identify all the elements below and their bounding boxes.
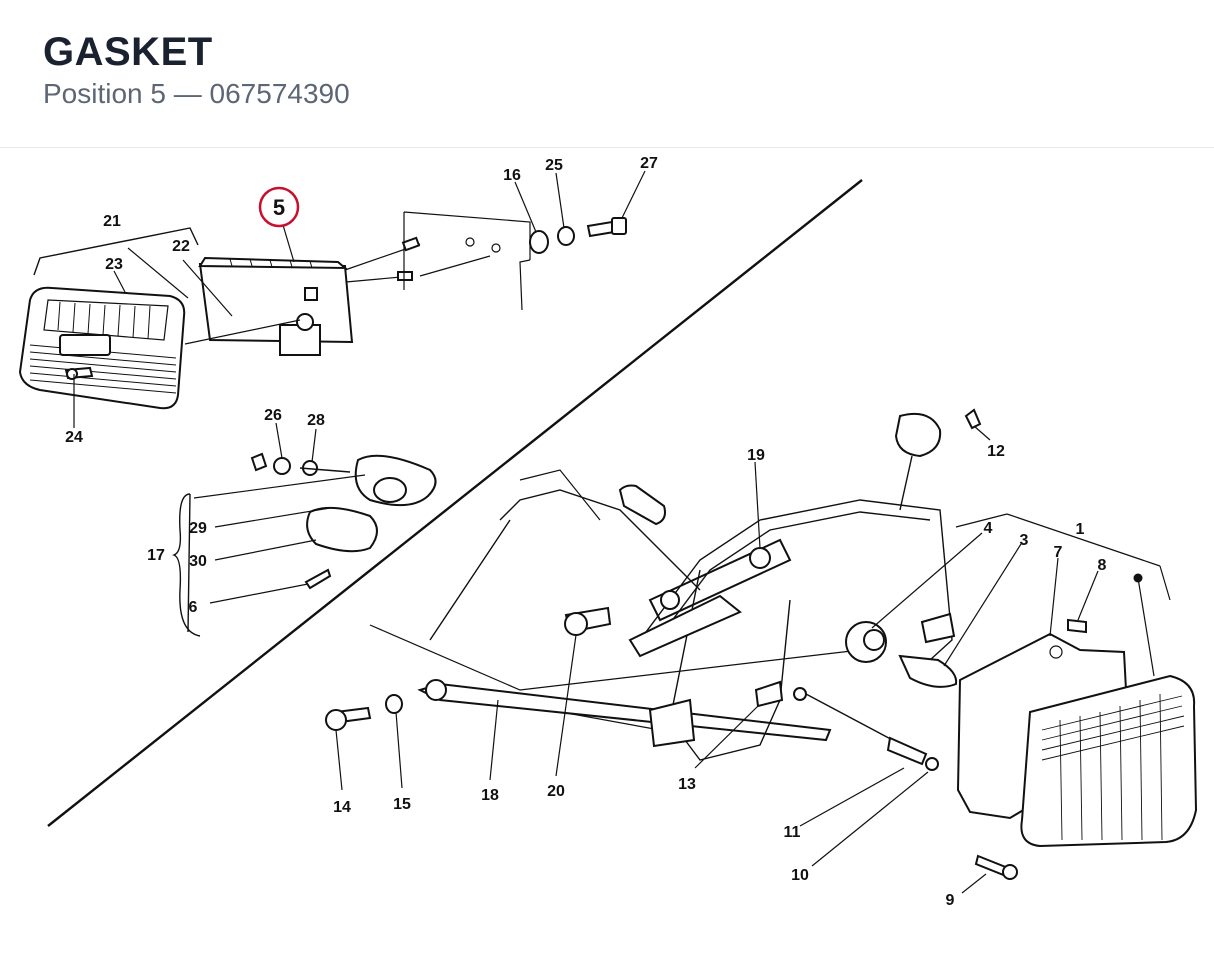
callout-12: 12	[987, 443, 1005, 460]
callout-28: 28	[307, 412, 325, 429]
brace-17	[172, 493, 201, 637]
page-title: GASKET	[43, 30, 213, 74]
callout-20: 20	[547, 783, 565, 800]
callout-27: 27	[640, 155, 658, 172]
callout-6: 6	[189, 599, 198, 616]
callout-9: 9	[946, 892, 955, 909]
highlight-label: 5	[273, 195, 285, 220]
callout-1: 1	[1076, 521, 1085, 538]
callout-19: 19	[747, 447, 765, 464]
callout-15: 15	[393, 796, 411, 813]
tail-light-assembly	[18, 211, 627, 410]
callout-labels: 1 3 4 6 7 8 9 10 11 12 13 14 15 16 17 18…	[65, 155, 1106, 909]
callout-22: 22	[172, 238, 190, 255]
callout-3: 3	[1020, 532, 1029, 549]
callout-13: 13	[678, 776, 696, 793]
divider-line	[47, 179, 863, 827]
callout-4: 4	[984, 520, 993, 537]
exploded-parts-diagram: 1 3 4 6 7 8 9 10 11 12 13 14 15 16 17 18…	[18, 155, 1198, 909]
callout-24: 24	[65, 429, 83, 446]
callout-17: 17	[147, 547, 165, 564]
callout-23: 23	[105, 256, 123, 273]
callout-21: 21	[103, 213, 121, 230]
callout-10: 10	[791, 867, 809, 884]
headlight-assembly	[956, 573, 1198, 848]
callout-14: 14	[333, 799, 351, 816]
callout-26: 26	[264, 407, 282, 424]
highlighted-callout[interactable]: 5	[258, 186, 300, 228]
callout-11: 11	[784, 824, 801, 841]
callout-7: 7	[1054, 544, 1063, 561]
frame-assembly	[325, 408, 1087, 880]
page-header: GASKET Position 5 — 067574390	[0, 0, 1214, 148]
callout-8: 8	[1098, 557, 1107, 574]
callout-25: 25	[545, 157, 563, 174]
turn-signal-assembly	[187, 452, 437, 633]
page-subtitle: Position 5 — 067574390	[43, 78, 350, 109]
highlight-ring	[258, 186, 300, 228]
callout-29: 29	[189, 520, 207, 537]
leader-lines	[73, 170, 1171, 894]
callout-16: 16	[503, 167, 521, 184]
callout-18: 18	[481, 787, 499, 804]
callout-30: 30	[189, 553, 207, 570]
